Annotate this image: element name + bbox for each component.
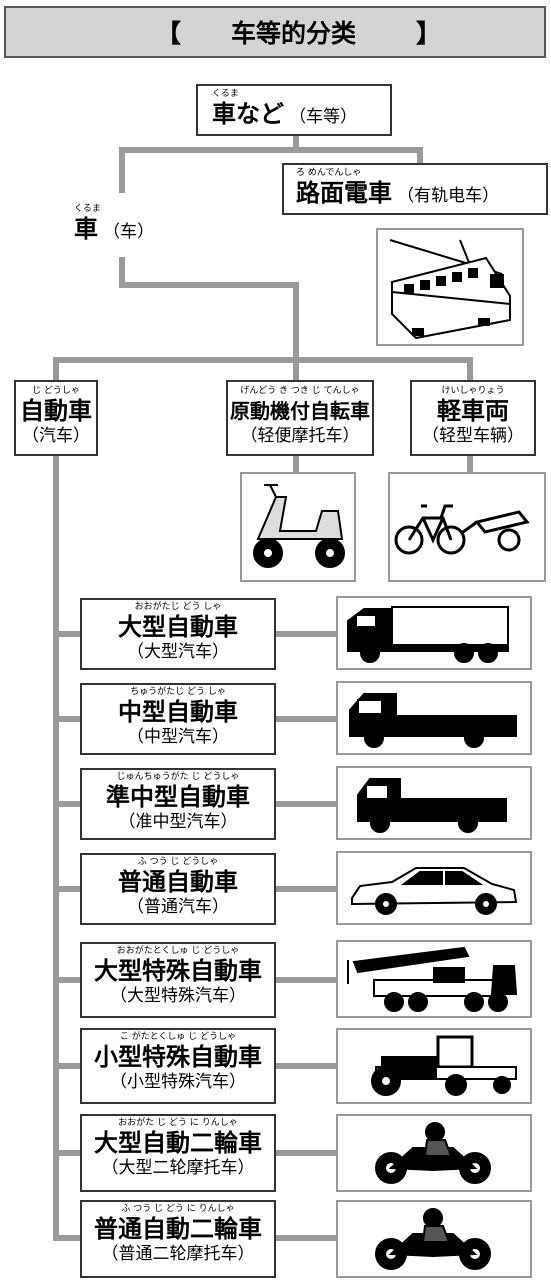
node-ruby: けいしゃりょう bbox=[441, 386, 505, 396]
node-tram: ろ めんでんしゃ 路面電車 （有轨电车） bbox=[282, 163, 548, 215]
node-label: 原動機付自転車 bbox=[230, 399, 370, 423]
node-sub: （大型特殊汽车） bbox=[110, 986, 246, 1006]
node-sub: （汽车） bbox=[22, 426, 90, 446]
semi-medium-truck-icon bbox=[357, 778, 507, 833]
page-title: 车等的分类 bbox=[231, 19, 357, 48]
node-sub: （有轨电车） bbox=[397, 186, 500, 206]
node-moped: げんどう き つき じ てんしゃ 原動機付自転車 （轻便摩托车） bbox=[226, 380, 374, 456]
sedan-picture bbox=[336, 851, 532, 925]
node-ruby: ろ めんでんしゃ bbox=[296, 168, 362, 178]
node-ruby: ふ つう じ どうしゃ bbox=[137, 857, 219, 867]
node-ruby: おおがたじ どう しゃ bbox=[134, 602, 222, 612]
node-sub: （普通汽车） bbox=[127, 897, 229, 917]
large-motorcycle-picture bbox=[336, 1114, 532, 1192]
title-bracket-left: 【 bbox=[156, 19, 182, 48]
node-ruby: おおがた じ どう に りんしゃ bbox=[118, 1118, 238, 1128]
node-label: 小型特殊自動車 bbox=[94, 1043, 262, 1071]
node-label: 準中型自動車 bbox=[106, 783, 250, 811]
node-semi-medium-vehicle: じゅんちゅうがた じ どうしゃ 準中型自動車 （准中型汽车） bbox=[80, 768, 276, 840]
motorcycle-icon bbox=[375, 1208, 491, 1270]
node-car: くるま 車 （车） bbox=[58, 190, 186, 260]
node-sub: （大型汽车） bbox=[127, 642, 229, 662]
large-truck-icon bbox=[347, 606, 509, 663]
tram-picture bbox=[376, 228, 524, 346]
crane-truck-picture bbox=[336, 940, 532, 1018]
node-sub: （准中型汽车） bbox=[118, 812, 238, 832]
node-sub: （车） bbox=[103, 222, 155, 242]
node-label: 大型自動二輪車 bbox=[94, 1129, 262, 1157]
bicycle-cart-icon bbox=[394, 504, 530, 555]
ordinary-motorcycle-picture bbox=[336, 1200, 532, 1278]
tram-icon bbox=[389, 239, 511, 340]
node-ruby: くるま bbox=[74, 204, 101, 214]
node-ruby: げんどう き つき じ てんしゃ bbox=[240, 386, 360, 396]
node-label: 中型自動車 bbox=[118, 698, 238, 726]
medium-truck-picture bbox=[336, 681, 532, 755]
node-label: 車など bbox=[212, 100, 284, 128]
node-ruby: じ どうしゃ bbox=[32, 386, 80, 396]
tractor-picture bbox=[336, 1028, 532, 1104]
node-sub: （轻型车辆） bbox=[422, 426, 524, 446]
node-label: 大型自動車 bbox=[118, 613, 238, 641]
motorcycle-icon bbox=[375, 1122, 491, 1184]
tractor-icon bbox=[371, 1035, 517, 1096]
node-label: 普通自動車 bbox=[118, 868, 238, 896]
node-large-special-vehicle: おおがたとくしゅ じ どうしゃ 大型特殊自動車 （大型特殊汽车） bbox=[80, 942, 276, 1018]
node-sub: （轻便摩托车） bbox=[240, 426, 360, 446]
node-ordinary-motorcycle: ふ つう じ どう に りんしゃ 普通自動二輪車 （普通二轮摩托车） bbox=[80, 1200, 276, 1278]
medium-truck-icon bbox=[349, 693, 517, 748]
node-label: 普通自動二輪車 bbox=[94, 1215, 262, 1243]
node-large-motorcycle: おおがた じ どう に りんしゃ 大型自動二輪車 （大型二轮摩托车） bbox=[80, 1114, 276, 1192]
node-small-special-vehicle: こ がたとくしゅ じ どうしゃ 小型特殊自動車 （小型特殊汽车） bbox=[80, 1028, 276, 1104]
crane-truck-icon bbox=[347, 946, 518, 1012]
node-ordinary-vehicle: ふ つう じ どうしゃ 普通自動車 （普通汽车） bbox=[80, 853, 276, 925]
node-automobile: じ どうしゃ 自動車 （汽车） bbox=[14, 380, 98, 456]
node-label: 自動車 bbox=[20, 397, 92, 425]
node-sub: （车等） bbox=[289, 107, 358, 127]
semi-medium-truck-picture bbox=[336, 766, 532, 840]
node-large-vehicle: おおがたじ どう しゃ 大型自動車 （大型汽车） bbox=[80, 598, 276, 670]
sedan-icon bbox=[351, 867, 518, 915]
node-ruby: ちゅうがたじ どう しゃ bbox=[130, 687, 226, 697]
node-ruby: おおがたとくしゅ じ どうしゃ bbox=[116, 946, 240, 956]
node-medium-vehicle: ちゅうがたじ どう しゃ 中型自動車 （中型汽车） bbox=[80, 683, 276, 755]
node-light-vehicle: けいしゃりょう 軽車両 （轻型车辆） bbox=[410, 380, 536, 456]
node-label: 軽車両 bbox=[437, 397, 509, 425]
scooter-picture bbox=[240, 472, 356, 582]
node-ruby: ふ つう じ どう に りんしゃ bbox=[121, 1204, 235, 1214]
node-label: 路面電車 bbox=[296, 179, 392, 207]
node-ruby: こ がたとくしゅ じ どうしゃ bbox=[119, 1032, 237, 1042]
title-bar: 【 车等的分类 】 bbox=[4, 6, 546, 58]
large-truck-picture bbox=[336, 596, 532, 670]
scooter-icon bbox=[253, 484, 345, 568]
bicycle-picture bbox=[388, 472, 546, 582]
node-ruby: じゅんちゅうがた じ どうしゃ bbox=[116, 772, 240, 782]
node-label: 車 bbox=[74, 215, 98, 243]
node-ruby: くるま bbox=[212, 89, 239, 99]
node-sub: （普通二轮摩托车） bbox=[101, 1244, 255, 1264]
node-sub: （大型二轮摩托车） bbox=[101, 1158, 255, 1178]
node-sub: （中型汽车） bbox=[127, 727, 229, 747]
node-label: 大型特殊自動車 bbox=[94, 957, 262, 985]
node-sub: （小型特殊汽车） bbox=[110, 1072, 246, 1092]
title-bracket-right: 】 bbox=[416, 19, 442, 48]
node-vehicles-etc: くるま 車など （车等） bbox=[196, 84, 392, 136]
